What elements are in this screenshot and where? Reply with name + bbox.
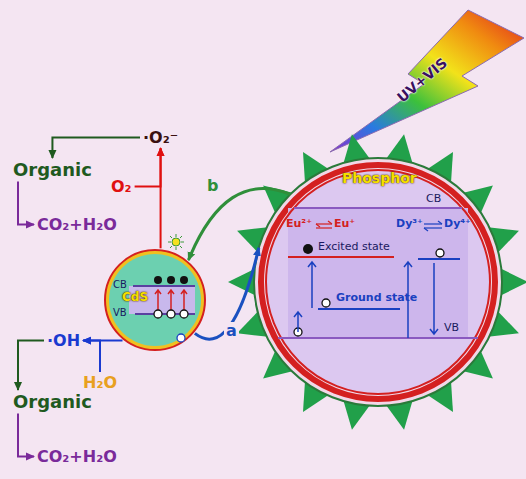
species-text: H₂O: [83, 373, 117, 392]
reaction-arrow: [18, 182, 34, 225]
circle-text: VB: [444, 322, 459, 335]
circle-text: Eu⁺: [334, 218, 355, 231]
circle-text: CB: [426, 193, 441, 206]
species-text: ·OH: [47, 331, 80, 350]
circle-text: CB: [113, 279, 127, 291]
circle-text: Excited state: [318, 241, 390, 254]
species-text: CO₂+H₂O: [37, 215, 117, 234]
sun-icon: [168, 234, 184, 250]
species-text: O₂: [111, 177, 132, 196]
reaction-arrow: [160, 148, 162, 248]
species-text: ·O₂⁻: [143, 128, 178, 147]
product-label: CO₂+H₂O: [34, 446, 120, 467]
reaction-arrow: [83, 340, 122, 342]
reaction-arrow: [52, 138, 140, 158]
circle-text: Phosphor: [342, 170, 417, 186]
species-text: Organic: [13, 159, 92, 180]
circle-outline: [258, 162, 498, 402]
species-text: CO₂+H₂O: [37, 447, 117, 466]
reaction-arrow: [18, 414, 34, 457]
organic-label: Organic: [10, 158, 95, 182]
circle-outline: [103, 248, 207, 352]
reactant-label: O₂: [108, 176, 135, 197]
radical-label: ·OH: [44, 330, 83, 351]
circle-text: Dy⁴⁺: [444, 218, 471, 231]
species-text: Organic: [13, 391, 92, 412]
radical-label: ·O₂⁻: [140, 127, 181, 148]
reactant-label: H₂O: [80, 372, 120, 393]
arrow-label: a: [224, 322, 239, 340]
cds-circle: CBCdS VB: [103, 248, 207, 352]
phosphor-ring: [254, 158, 502, 406]
circle-text: Ground state: [336, 292, 417, 305]
arrow-label: b: [205, 177, 220, 195]
circle-text: VB: [113, 307, 127, 319]
reaction-arrow: [18, 341, 44, 390]
phosphor-spikes: [228, 134, 526, 429]
circle-text: CdS: [122, 291, 148, 305]
phosphor-circle: PhosphorCB Eu²⁺ Eu⁺ Excited state Dy³⁺ Dy⁴⁺ Gr…: [258, 162, 498, 402]
circle-text: Eu²⁺: [286, 218, 312, 231]
reaction-arrow: [83, 341, 100, 372]
reaction-arrow: [135, 148, 161, 186]
circle-text: Dy³⁺: [396, 218, 423, 231]
light-bolt: [330, 10, 524, 152]
organic-label: Organic: [10, 390, 95, 414]
product-label: CO₂+H₂O: [34, 214, 120, 235]
